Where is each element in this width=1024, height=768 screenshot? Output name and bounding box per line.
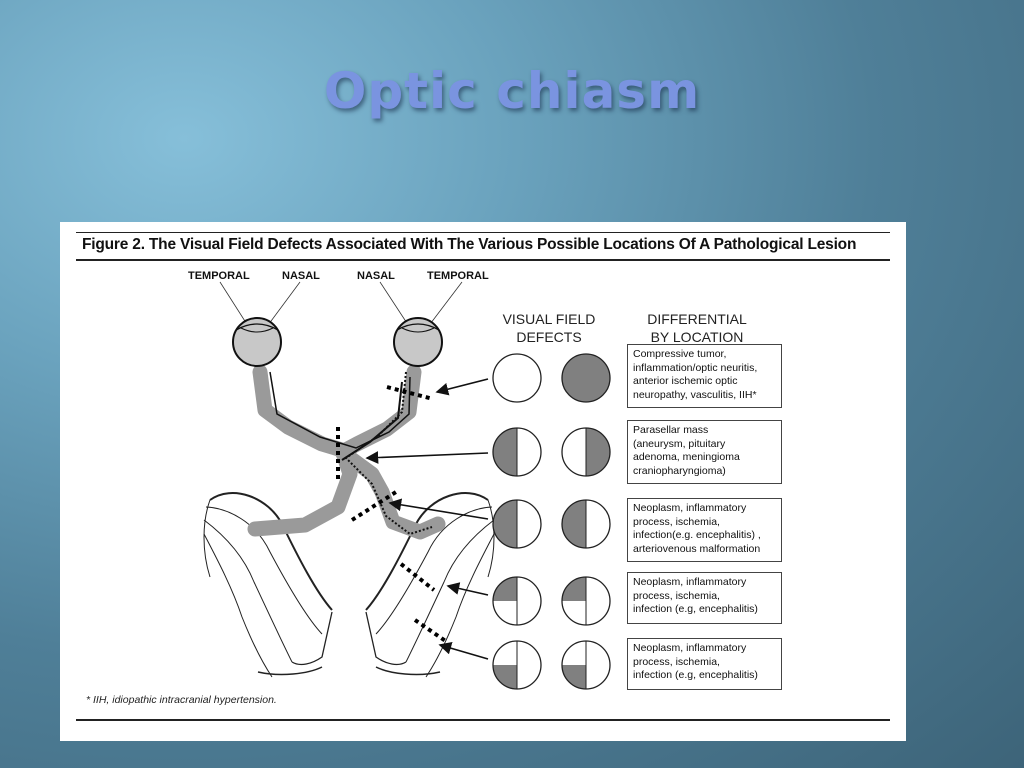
eye-label-temporal-left: TEMPORAL <box>188 270 250 282</box>
left-eye <box>232 317 282 367</box>
eye-label-nasal-right: NASAL <box>357 270 395 282</box>
footnote: * IIH, idiopathic intracranial hypertens… <box>86 694 277 706</box>
differential-box-optic-tract: Neoplasm, inflammatory process, ischemia… <box>627 498 782 562</box>
slide-title: Optic chiasm <box>323 62 701 120</box>
field-circle-lower-radiations-right <box>561 640 611 690</box>
right-pathway <box>334 364 446 540</box>
field-circle-optic-nerve-right <box>561 353 611 403</box>
visual-pathway-diagram <box>203 281 611 690</box>
field-circle-optic-nerve-left <box>492 353 542 403</box>
lesion-arrows <box>365 378 489 660</box>
differential-box-optic-chiasm: Parasellar mass (aneurysm, pituitary ade… <box>627 420 782 484</box>
lesion-markers <box>336 385 449 644</box>
visual-field-circles <box>492 353 611 690</box>
differential-box-lower-radiations: Neoplasm, inflammatory process, ischemia… <box>627 638 782 690</box>
field-circle-optic-tract-right <box>561 499 611 549</box>
caption-top-rule <box>76 232 890 233</box>
eye-label-nasal-left: NASAL <box>282 270 320 282</box>
visual-field-header: VISUAL FIELD DEFECTS <box>494 310 604 346</box>
differential-header-line2: BY LOCATION <box>650 329 744 345</box>
field-circle-lower-radiations-left <box>492 640 542 690</box>
figure-bottom-rule <box>76 719 890 721</box>
caption-bottom-rule <box>76 259 890 261</box>
field-circle-optic-tract-left <box>492 499 542 549</box>
field-circle-optic-chiasm-right <box>561 427 611 477</box>
visual-field-header-line1: VISUAL FIELD <box>502 311 596 327</box>
field-circle-optic-chiasm-left <box>492 427 542 477</box>
field-circle-upper-radiations-right <box>561 576 611 626</box>
visual-field-header-line2: DEFECTS <box>516 329 582 345</box>
right-eye <box>393 317 443 367</box>
differential-box-upper-radiations: Neoplasm, inflammatory process, ischemia… <box>627 572 782 624</box>
eye-label-temporal-right: TEMPORAL <box>427 270 489 282</box>
field-circle-upper-radiations-left <box>492 576 542 626</box>
temporal-fibers-solid <box>341 381 403 461</box>
brain-outline <box>203 492 495 678</box>
differential-box-optic-nerve: Compressive tumor, inflammation/optic ne… <box>627 344 782 408</box>
figure-panel: Figure 2. The Visual Field Defects Assoc… <box>60 222 906 741</box>
nasal-fibers <box>269 371 411 449</box>
differential-header: DIFFERENTIAL BY LOCATION <box>632 310 762 346</box>
differential-header-line1: DIFFERENTIAL <box>647 311 747 327</box>
figure-caption: Figure 2. The Visual Field Defects Assoc… <box>82 236 857 253</box>
